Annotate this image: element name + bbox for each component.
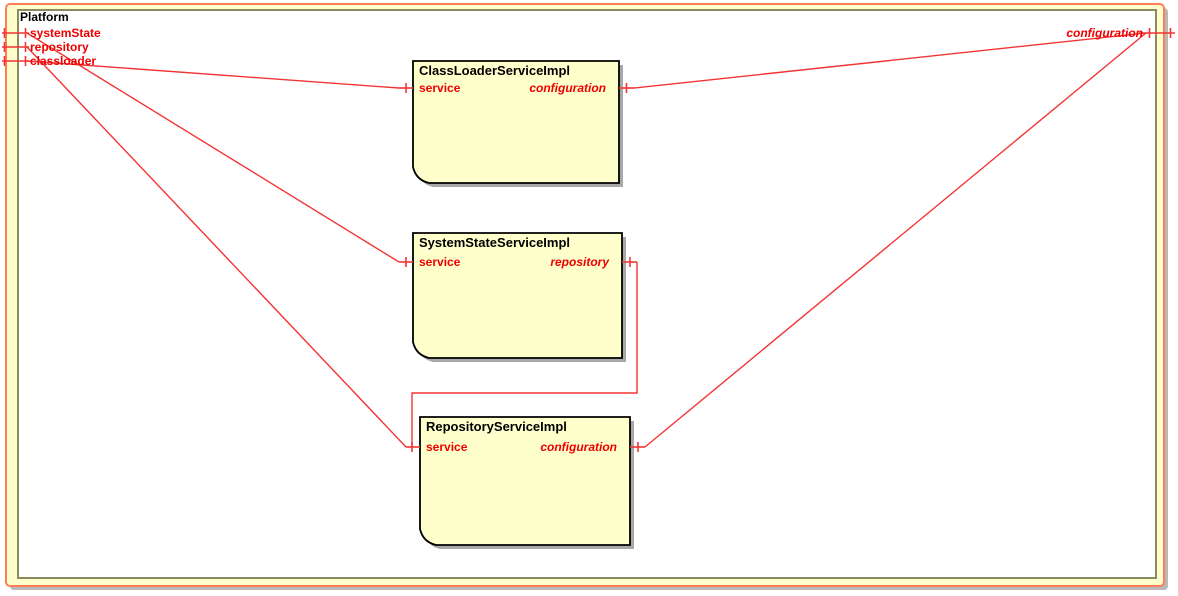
component-body[interactable] (412, 60, 620, 184)
port-label-service: service (419, 81, 461, 95)
component-ports (406, 442, 645, 452)
port-service[interactable] (399, 257, 413, 267)
port-repository[interactable] (2, 42, 29, 52)
port-configuration[interactable] (619, 83, 634, 93)
component-title: SystemStateServiceImpl (419, 235, 571, 250)
port-systemstate[interactable] (2, 28, 29, 38)
port-configuration[interactable] (1139, 28, 1175, 38)
connector-systemstate-repository-to-repositoryservice (411, 262, 638, 447)
port-repository[interactable] (622, 257, 637, 267)
component-body[interactable] (419, 416, 631, 546)
port-label-configuration: configuration (529, 81, 606, 95)
component-ports (399, 257, 637, 267)
connections (26, 32, 1147, 448)
connector-systemstate-to-systemstateservice (26, 32, 400, 263)
port-service[interactable] (406, 442, 420, 452)
port-classloader[interactable] (2, 56, 29, 66)
frame-port-label-classloader: classloader (30, 54, 97, 68)
port-configuration[interactable] (630, 442, 645, 452)
connector-repository-configuration (644, 32, 1147, 448)
component-systemstateserviceimpl[interactable] (399, 232, 637, 362)
component-title: ClassLoaderServiceImpl (419, 63, 571, 78)
port-service[interactable] (399, 83, 413, 93)
component-body[interactable] (412, 232, 623, 359)
frame-port-label-systemstate: systemState (30, 26, 101, 40)
platform-title: Platform (20, 10, 69, 24)
component-title: RepositoryServiceImpl (426, 419, 567, 434)
port-label-configuration: configuration (540, 440, 617, 454)
frame-port-label-repository: repository (30, 40, 89, 54)
connector-repository-to-repositoryservice (26, 46, 407, 448)
component-ports (399, 83, 634, 93)
connector-classloader-to-classloaderservice (26, 60, 400, 89)
connector-classloader-configuration (633, 32, 1147, 89)
port-label-service: service (419, 255, 461, 269)
component-classloaderserviceimpl[interactable] (399, 60, 634, 187)
port-label-repository: repository (550, 255, 609, 269)
frame-port-label-configuration: configuration (1066, 26, 1143, 40)
component-repositoryserviceimpl[interactable] (406, 416, 645, 549)
frame-ports (2, 28, 1175, 66)
port-label-service: service (426, 440, 468, 454)
